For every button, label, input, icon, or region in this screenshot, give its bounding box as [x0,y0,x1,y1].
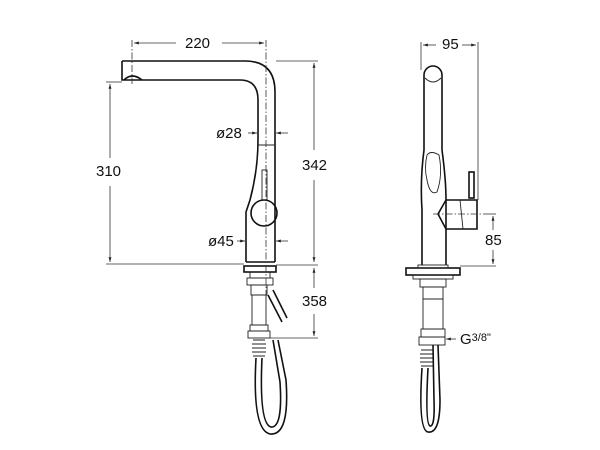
dim-hose-length: 358 [300,293,330,310]
supply-hose-side [418,278,447,433]
dim-diameter-bottom: ø45 [206,233,236,250]
front-view [106,40,318,435]
dim-total-height: 342 [300,157,330,174]
supply-hose-front [246,271,288,435]
dim-width: 95 [440,36,461,53]
thread-type: G [460,331,472,348]
dim-spout-reach: 220 [183,35,213,52]
thread-size: 3/8" [471,332,491,344]
side-view [405,42,496,433]
faucet-body-front [121,60,278,273]
dim-diameter-top: ø28 [214,125,244,142]
dim-connection-thread: G3/8" [458,332,493,347]
faucet-body-side [405,65,478,280]
dim-lever-height: 85 [483,232,504,249]
dim-spout-height: 310 [94,163,124,180]
